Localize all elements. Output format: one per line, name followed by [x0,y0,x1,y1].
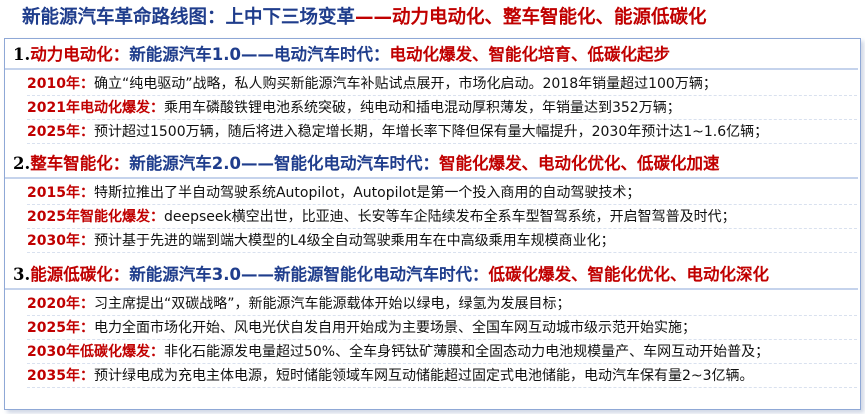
timeline-item: 2025年：预计超过1500万辆，随后将进入稳定增长期，年增长率下降但保有量大幅… [27,121,857,144]
item-text: 预计超过1500万辆，随后将进入稳定增长期，年增长率下降但保有量大幅提升，203… [93,124,769,140]
timeline-item: 2025年智能化爆发：deepseek横空出世，比亚迪、长安等车企陆续发布全系车… [27,206,857,229]
title-main: 新能源汽车革命路线图：上中下三场变革 [22,7,356,28]
section-number: 2. [13,154,31,173]
section-era: 新能源汽车1.0——电动汽车时代： [129,45,390,64]
section-era: 新能源汽车2.0——智能化电动汽车时代： [129,154,439,173]
section-1-heading: 1.动力电动化：新能源汽车1.0——电动汽车时代：电动化爆发、智能化培育、低碳化… [13,43,858,67]
timeline-item: 2035年：预计绿电成为充电主体电源，短时储能领域车网互动储能超过固定式电池储能… [27,365,857,388]
item-text: 预计绿电成为充电主体电源，短时储能领域车网互动储能超过固定式电池储能，电动汽车保… [93,368,754,384]
item-label: 2010年： [27,76,94,92]
title-dash: —— [355,7,393,28]
timeline-item: 2025年：电力全面市场化开始、风电光伏自发自用开始成为主要场景、全国车网互动城… [27,317,857,340]
item-text: 非化石能源发电量超过50%、全车身钙钛矿薄膜和全固态动力电池规模量产、车网互动开… [163,344,770,360]
item-label: 2025年： [27,320,94,336]
section-divider [5,177,858,179]
section-name: 能源低碳化 [30,265,113,284]
timeline-item: 2030年：预计基于先进的端到端大模型的L4级全自动驾驶乘用车在中高级乘用车规模… [27,230,857,253]
section-divider [5,288,858,290]
timeline-item: 2021年电动化爆发：乘用车磷酸铁锂电池系统突破，纯电动和插电混动厚积薄发，年销… [27,97,857,120]
item-text: 乘用车磷酸铁锂电池系统突破，纯电动和插电混动厚积薄发，年销量达到352万辆； [163,100,681,116]
item-text: 习主席提出“双碳战略”，新能源汽车能源载体开始以绿电，绿氢为发展目标； [93,296,571,312]
item-label: 2030年低碳化爆发： [27,344,164,360]
section-number: 1. [13,45,31,64]
item-label: 2025年智能化爆发： [27,209,164,225]
timeline-item: 2030年低碳化爆发：非化石能源发电量超过50%、全车身钙钛矿薄膜和全固态动力电… [27,341,857,364]
section-features: 电动化爆发、智能化培育、低碳化起步 [389,45,670,64]
section-features: 低碳化爆发、智能化优化、电动化深化 [488,265,769,284]
slide-title: 新能源汽车革命路线图：上中下三场变革——动力电动化、整车智能化、能源低碳化 [22,5,862,31]
item-text: 确立“纯电驱动”战略，私人购买新能源汽车补贴试点展开，市场化启动。2018年销量… [93,76,717,92]
section-features: 智能化爆发、电动化优化、低碳化加速 [438,154,720,173]
content-panel: 1.动力电动化：新能源汽车1.0——电动汽车时代：电动化爆发、智能化培育、低碳化… [4,38,861,410]
title-subtitle: 动力电动化、整车智能化、能源低碳化 [392,7,707,28]
timeline-item: 2020年：习主席提出“双碳战略”，新能源汽车能源载体开始以绿电，绿氢为发展目标… [27,293,857,316]
item-label: 2030年： [27,233,94,249]
item-text: deepseek横空出世，比亚迪、长安等车企陆续发布全系车型智驾系统，开启智驾普… [163,209,736,225]
section-3-heading: 3.能源低碳化：新能源汽车3.0——新能源智能化电动汽车时代：低碳化爆发、智能化… [13,263,858,287]
item-label: 2025年： [27,124,94,140]
section-name: 动力电动化 [30,45,113,64]
section-era: 新能源汽车3.0——新能源智能化电动汽车时代： [129,265,489,284]
section-colon: ： [112,45,130,64]
item-label: 2035年： [27,368,94,384]
section-divider [5,68,858,70]
item-text: 电力全面市场化开始、风电光伏自发自用开始成为主要场景、全国车网互动城市级示范开始… [93,320,696,336]
item-text: 特斯拉推出了半自动驾驶系统Autopilot，Autopilot是第一个投入商用… [93,185,641,201]
item-label: 2015年： [27,185,94,201]
timeline-item: 2010年：确立“纯电驱动”战略，私人购买新能源汽车补贴试点展开，市场化启动。2… [27,73,857,96]
item-label: 2021年电动化爆发： [27,100,164,116]
section-number: 3. [13,265,31,284]
section-colon: ： [112,265,130,284]
item-text: 预计基于先进的端到端大模型的L4级全自动驾驶乘用车在中高级乘用车规模商业化； [93,233,615,249]
timeline-item: 2015年：特斯拉推出了半自动驾驶系统Autopilot，Autopilot是第… [27,182,857,205]
section-colon: ： [112,154,130,173]
section-2-heading: 2.整车智能化：新能源汽车2.0——智能化电动汽车时代：智能化爆发、电动化优化、… [13,152,858,176]
section-name: 整车智能化 [30,154,113,173]
item-label: 2020年： [27,296,94,312]
